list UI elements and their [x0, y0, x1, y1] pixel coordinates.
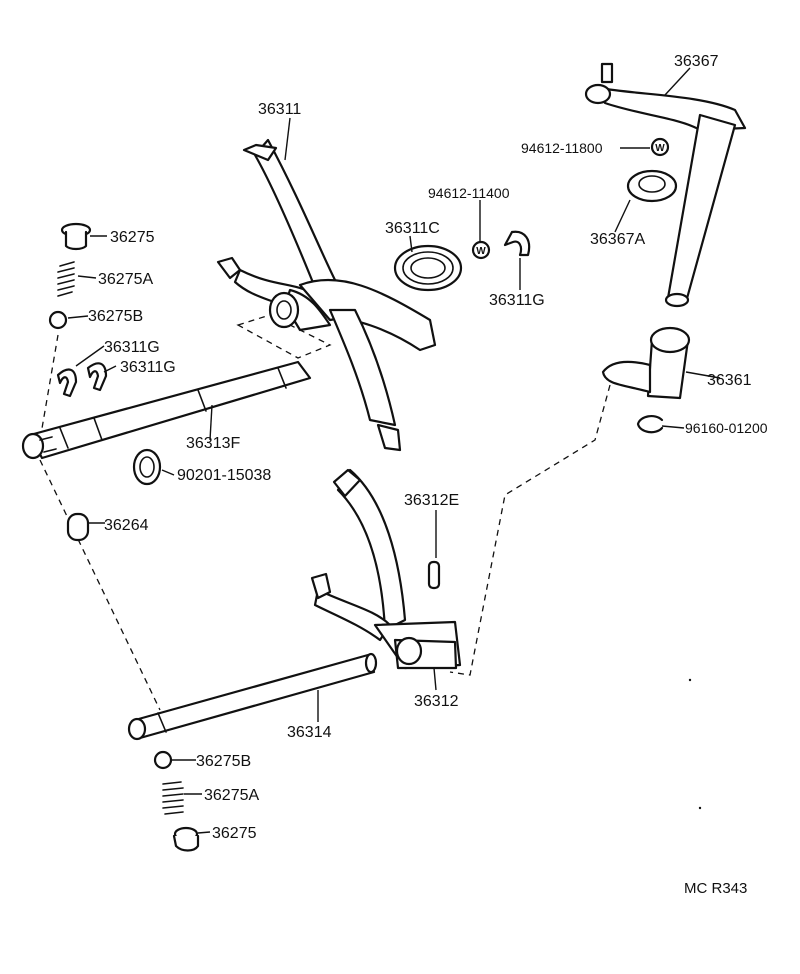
label-36314: 36314 — [287, 724, 332, 741]
pin-36312E — [427, 560, 441, 590]
label-36361: 36361 — [707, 372, 752, 389]
washer-90201-15038 — [132, 448, 162, 486]
washer-94612-11400: W — [471, 240, 491, 260]
spring-36275A-top — [57, 261, 75, 297]
svg-text:W: W — [476, 246, 486, 257]
spring-36275A-bottom — [162, 781, 184, 815]
shift-fork-36311 — [216, 138, 437, 452]
seal-36367A — [626, 169, 678, 203]
leader-lines — [67, 67, 721, 834]
label-96160-01200: 96160-01200 — [685, 420, 768, 436]
label-36311: 36311 — [258, 101, 301, 118]
label-36275A-bottom: 36275A — [204, 787, 259, 804]
dot-mark — [688, 678, 692, 682]
washer-94612-11800: W — [650, 137, 670, 157]
reference-code: MC R343 — [684, 880, 747, 897]
shift-fork-36312 — [310, 468, 462, 670]
assembly-guide-lines — [39, 314, 611, 711]
shift-shaft-36313F — [21, 360, 312, 460]
label-36275-bottom: 36275 — [212, 825, 257, 842]
label-94612-11800: 94612-11800 — [521, 140, 603, 156]
label-36367: 36367 — [674, 53, 719, 70]
ball-36275B-bottom — [153, 750, 173, 770]
plug-36275-top — [60, 222, 92, 251]
label-36311G-left-a: 36311G — [104, 339, 160, 356]
label-36275A-top: 36275A — [98, 271, 153, 288]
plug-36275-bottom — [172, 826, 200, 852]
label-36312: 36312 — [414, 693, 459, 710]
shift-shaft-36314 — [127, 652, 378, 741]
label-36311C: 36311C — [385, 220, 440, 237]
dot-mark — [698, 806, 702, 810]
label-90201-15038: 90201-15038 — [177, 467, 271, 484]
part-labels: 36311 36367 94612-11800 36367A 94612-114… — [88, 53, 768, 842]
select-lever-36361 — [601, 326, 691, 400]
clip-36311G-right — [503, 230, 531, 257]
label-36311G-right: 36311G — [489, 292, 545, 309]
ball-36275B-top — [48, 310, 68, 330]
label-36311G-left-b: 36311G — [120, 359, 176, 376]
label-36313F: 36313F — [186, 435, 240, 452]
spring-36311C — [393, 244, 463, 292]
svg-text:W: W — [655, 143, 665, 154]
label-36312E: 36312E — [404, 492, 459, 509]
label-36275B-top: 36275B — [88, 308, 143, 325]
ering-96160-01200 — [636, 414, 664, 434]
label-36275-top: 36275 — [110, 229, 155, 246]
label-36275B-bottom: 36275B — [196, 753, 251, 770]
label-36367A: 36367A — [590, 231, 645, 248]
label-36264: 36264 — [104, 517, 149, 534]
pin-36264 — [66, 512, 90, 542]
clips-36311G-left — [56, 362, 108, 398]
label-94612-11400: 94612-11400 — [428, 185, 510, 201]
select-arm-36367 — [584, 62, 747, 308]
